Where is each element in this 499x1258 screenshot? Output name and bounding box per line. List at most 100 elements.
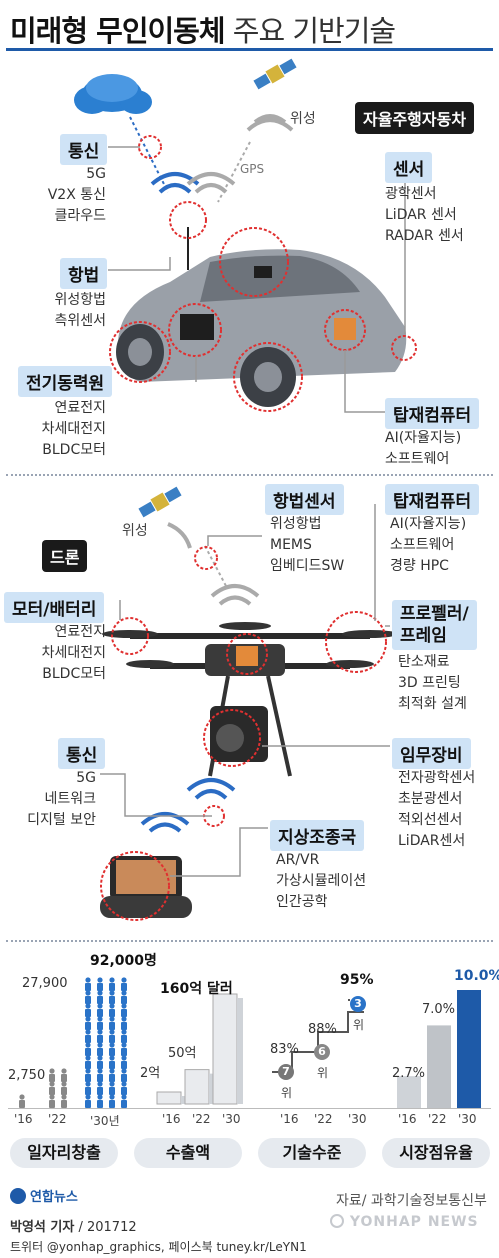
tech-rank-2016: 7 [282, 1065, 290, 1078]
share-year-2030: '30 [458, 1112, 477, 1126]
exports-year-2030: '30 [222, 1112, 241, 1126]
share-bar-1 [427, 1025, 451, 1108]
tech-rank-suffix-2030: 위 [353, 1018, 365, 1032]
exports-year-2022: '22 [192, 1112, 211, 1126]
drone-computer-title: 탑재컴퓨터 [385, 484, 480, 515]
exports-value-2022: 50억 [168, 1046, 197, 1061]
stat-label-share: 시장점유율 [382, 1138, 490, 1168]
drone-body [102, 622, 398, 777]
share-value-2016: 2.7% [392, 1066, 426, 1081]
title-underline [6, 48, 493, 51]
drone-nav-title: 항법센서 [265, 484, 344, 515]
car-nav-items: 위성항법 측위센서 [54, 292, 106, 329]
car-sensor-items: 광학센서 LiDAR 센서 RADAR 센서 [385, 186, 464, 244]
jobs-person-icon-2 [85, 1068, 91, 1082]
exports-chart [156, 993, 243, 1105]
watermark: YONHAP NEWS [330, 1214, 479, 1230]
drone-propeller-title: 프로펠러/ 프레임 [392, 600, 477, 650]
watermark-icon [330, 1214, 344, 1228]
jobs-person-icon-2 [97, 1042, 103, 1056]
tech-rank-2022: 6 [318, 1045, 326, 1058]
exports-bar-2 [212, 993, 238, 1105]
section-divider-2 [6, 940, 493, 942]
jobs-person-icon-1 [49, 1081, 55, 1095]
jobs-person-icon-2 [85, 1094, 91, 1108]
tech-rank-2030: 3 [354, 997, 362, 1010]
reporter-line: 박영석 기자 / 201712 [10, 1216, 137, 1235]
drone-propeller-items: 탄소재료 3D 프린팅 최적화 설계 [398, 654, 467, 712]
stat-label-exports: 수출액 [134, 1138, 242, 1168]
share-bar-2 [457, 990, 481, 1108]
tech-rank-suffix-2016: 위 [281, 1086, 293, 1100]
jobs-person-icon-2 [121, 1081, 127, 1095]
jobs-person-icon-2 [85, 1081, 91, 1095]
drone-ground-items: AR/VR 가상시뮬레이션 인간공학 [276, 852, 367, 910]
jobs-person-icon-0 [19, 1094, 25, 1108]
yonhap-logo: 연합뉴스 [10, 1186, 78, 1205]
stats-baseline [8, 1108, 491, 1109]
section-divider-1 [6, 474, 493, 476]
report-date: / 201712 [78, 1220, 137, 1235]
jobs-person-icon-2 [109, 1094, 115, 1108]
jobs-person-icon-2 [97, 1055, 103, 1069]
jobs-person-icon-2 [85, 1055, 91, 1069]
tech-percent-2016: 83% [270, 1042, 299, 1057]
jobs-person-icon-2 [109, 977, 115, 991]
tech-year-2022: '22 [314, 1112, 333, 1126]
exports-value-2016: 2억 [140, 1066, 161, 1081]
jobs-person-icon-2 [121, 1068, 127, 1082]
jobs-person-icon-2 [97, 1094, 103, 1108]
exports-bar-side-2 [237, 998, 243, 1104]
jobs-person-icon-1 [49, 1068, 55, 1082]
jobs-person-icon-1 [61, 1094, 67, 1108]
title-rest: 주요 기반기술 [232, 14, 396, 48]
drone-motor-title: 모터/배터리 [4, 592, 105, 623]
jobs-person-icon-2 [97, 1068, 103, 1082]
jobs-person-icon-1 [61, 1081, 67, 1095]
jobs-person-icon-2 [121, 1055, 127, 1069]
drone-comm-title: 통신 [58, 738, 106, 769]
jobs-person-icon-2 [121, 990, 127, 1004]
tech-rank-dot-2016 [278, 1064, 294, 1080]
car-satellite-label: 위성 [290, 111, 316, 127]
drone-comm-items: 5G 네트워크 디지털 보안 [27, 770, 96, 828]
car-tag: 자율주행자동차 [355, 102, 475, 134]
tech-rank-dot-2030 [350, 996, 366, 1012]
car-gps-label: GPS [240, 162, 265, 176]
exports-value-2030: 160억 달러 [160, 981, 233, 997]
tech-percent-2030: 95% [340, 972, 374, 988]
tech-rank-dot-2022 [314, 1044, 330, 1060]
yonhap-logo-icon [10, 1187, 26, 1204]
jobs-person-icon-2 [109, 1068, 115, 1082]
jobs-person-icon-2 [97, 1016, 103, 1030]
jobs-person-icon-2 [121, 1029, 127, 1043]
drone-motor-items: 연료전지 차세대전지 BLDC모터 [41, 624, 106, 682]
share-chart [397, 990, 481, 1108]
jobs-year-2022: '22 [48, 1112, 67, 1126]
car-nav-title: 항법 [60, 258, 108, 289]
jobs-person-icon-2 [121, 1016, 127, 1030]
jobs-year-2030: '30년 [90, 1114, 120, 1128]
satellite-icon [253, 58, 297, 90]
social-line: 트위터 @yonhap_graphics, 페이스북 tuney.kr/LeYN… [10, 1240, 307, 1254]
car-comm-title: 통신 [60, 134, 108, 165]
source-note: 자료/ 과학기술정보통신부 [336, 1193, 487, 1209]
jobs-person-icon-2 [97, 977, 103, 991]
jobs-person-icon-2 [109, 990, 115, 1004]
share-bar-0 [397, 1076, 421, 1108]
car-power-title: 전기동력원 [18, 366, 113, 397]
jobs-person-icon-2 [97, 1003, 103, 1017]
jobs-person-icon-1 [49, 1094, 55, 1108]
drone-computer-items: AI(자율지능) 소프트웨어 경량 HPC [390, 516, 467, 574]
tech-chart [272, 996, 366, 1080]
jobs-value-2016: 2,750 [8, 1068, 46, 1083]
jobs-person-icon-2 [85, 1016, 91, 1030]
jobs-person-icon-2 [109, 1003, 115, 1017]
share-value-2030: 10.0% [454, 968, 499, 984]
jobs-person-icon-2 [85, 977, 91, 991]
title-bold: 미래형 무인이동체 [10, 14, 226, 48]
jobs-person-icon-2 [121, 1003, 127, 1017]
yonhap-logo-text: 연합뉴스 [30, 1190, 78, 1205]
jobs-person-icon-2 [109, 1055, 115, 1069]
car-comm-items: 5G V2X 통신 클라우드 [47, 166, 106, 224]
